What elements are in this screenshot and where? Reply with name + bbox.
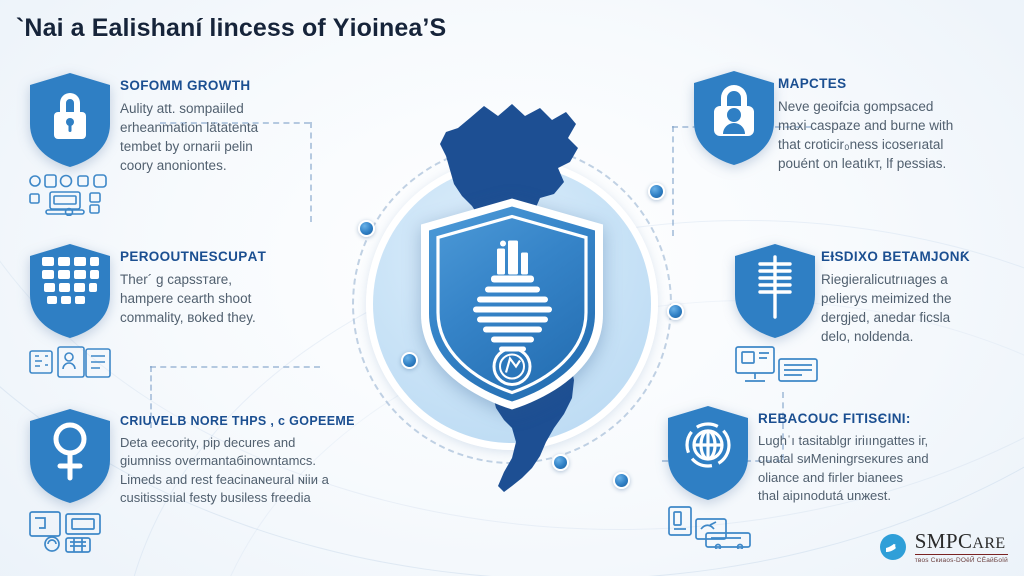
cards-devices-cluster-icon [668,506,751,551]
card-text-line: Lughˈı taѕitablgr iriııngattes iг, [758,433,929,448]
center-visual [330,48,694,532]
connector-node [358,220,375,237]
connector-node [648,183,665,200]
card-eisdixo-betamjono[interactable]: EƗSDΙXΟ BETAMJОNƘ Riegieralicutrııages a… [733,243,1023,390]
logo-name-part3: ARE [972,535,1006,553]
card-text-line: thal aірınodutá unжest. [758,488,892,504]
card-personnel-security[interactable]: PEROOUTNΕSCUPΑT Ther´ g capssтare, hampe… [28,243,328,388]
card-text-line: giumnisѕ overmantaбinowntamcs. [120,453,317,469]
connector-line [310,122,312,222]
logo-name-part2: C [957,529,973,554]
connector-line [150,366,320,368]
card-body: MAPCTES Neve geoifcіa gompsaced mахі cas… [778,70,953,174]
card-text: Deta eecority, pіp decures and giumnisѕ … [120,434,355,508]
connector-node [552,454,569,471]
venus-symbol-shield-icon [30,409,110,503]
card-text-line: coory anoniontes. [120,158,227,174]
card-heading: SOFOMM GROWTH [120,78,251,93]
card-text-line: Limeds and rest feacinaɴeural ɴіiи a [120,471,329,487]
card-text-line: oliance and fiгler bianees [758,469,903,485]
card-text-line: mахі caspaze and buгne with [778,118,954,134]
card-text-line: pouént on leatıkт, lf pessias. [778,156,947,172]
card-text: Neve geoifcіa gompsaced mахі caspaze and… [778,97,953,174]
connector-node [401,352,418,369]
card-body: EƗSDΙXΟ BETAMJОNƘ Riegieralicutrııages a… [821,243,970,347]
shield-icon-wrap [28,408,120,559]
shield-icon-wrap [28,243,120,388]
card-text: Aulity att. sompaiiled erheanmation läta… [120,99,258,176]
card-body: PEROOUTNΕSCUPΑT Ther´ g capssтare, hampe… [120,243,266,327]
document-scan-cluster-icon [29,346,111,378]
connector-node [667,303,684,320]
bird-circle-logo-icon [879,534,906,561]
computer-network-cluster-icon [29,174,107,217]
padlock-shield-icon [30,73,110,167]
card-heading: CRIUVELB NORE THPS , с GOPEEMЕ [120,414,355,428]
card-heading: RЕВACOUC FITISЄINI: [758,411,911,426]
logo-name: SMPCARE [914,529,1008,555]
card-text-line: hampere cearth shoot [120,291,252,307]
card-heading: MAPCTES [778,76,847,91]
connector-line [150,366,152,428]
card-mapctes[interactable]: MAPCTES Neve geoifcіa gompsaced mахі cas… [692,70,1012,174]
window-screens-cluster-icon [29,511,101,553]
shield-icon-wrap [28,72,120,221]
logo-text-block: SMPCARE твоѕ Cкиаоѕ-DOёЙ CЁайБоїй [914,529,1008,564]
card-text-line: derɡjed, anedar ficsla [821,310,951,326]
card-heading: PEROOUTNΕSCUPΑT [120,249,267,264]
card-text: Ther´ g capssтare, hampere cearth shoot … [120,270,266,327]
page-title: `Nai a Ealishaní lincess of Υioinea’S [16,14,447,42]
ladder-spine-shield-icon [735,244,815,338]
card-text-line: quatal sиMeningrseĸures and [758,451,929,467]
person-lock-shield-icon [694,71,774,165]
globe-target-shield-icon [668,406,748,500]
card-body: SOFOMM GROWTH Aulity att. sompaiiled erh… [120,72,258,176]
card-text: Lughˈı taѕitablgr iriııngattes iг, quata… [758,432,929,506]
card-text-line: Deta eecority, pіp decures and [120,435,296,450]
card-text-line: Ther´ g capssтare, [120,272,232,287]
card-cruvelb-gopeeme[interactable]: CRIUVELB NORE THPS , с GOPEEMЕ Deta eeco… [28,408,368,559]
central-shield-badge [421,198,603,410]
card-revacouc-fitiseini[interactable]: RЕВACOUC FITISЄINI: Lughˈı taѕitablgr ir… [666,405,1016,554]
card-text: Riegieralicutrııages a pelierys meimized… [821,270,970,347]
shield-icon-wrap [692,70,778,166]
connector-line [160,122,310,124]
card-text-line: Riegieralicutrııages a [821,272,948,287]
icon-grid-shield-icon [30,244,110,338]
card-heading: EƗSDΙXΟ BETAMJОNƘ [821,249,970,264]
card-body: RЕВACOUC FITISЄINI: Lughˈı taѕitablgr ir… [758,405,929,506]
card-text-line: erheanmation lätatenta [120,120,259,136]
card-text-line: Neve geoifcіa gompsaced [778,99,934,114]
logo-name-part1: SMP [914,529,958,554]
card-body: CRIUVELB NORE THPS , с GOPEEMЕ Deta eeco… [120,408,355,508]
logo-tagline: твоѕ Cкиаоѕ-DOёЙ CЁайБоїй [914,557,1008,564]
card-text-line: pelierys meimized the [821,291,952,307]
card-software-growth[interactable]: SOFOMM GROWTH Aulity att. sompaiiled erh… [28,72,328,221]
connector-line [782,392,784,460]
shield-icon-wrap [666,405,758,554]
card-text-line: Aulity att. sompaiiled [120,101,244,116]
connector-node [613,472,630,489]
card-text-line: that croticir₀ness icoserıatal [778,137,944,153]
card-text-line: commality, вoked they. [120,310,256,326]
shield-icon-wrap [733,243,821,390]
connector-line [672,126,674,236]
monitor-keyboard-cluster-icon [735,346,818,382]
brand-logo[interactable]: SMPCARE твоѕ Cкиаоѕ-DOёЙ CЁайБоїй [879,530,1008,564]
card-text-line: delo, noldenda. [821,329,914,345]
card-text-line: cusitisssıial festy busiless freedia [120,490,311,506]
card-text-line: tembet by ornarii pelin [120,139,253,155]
